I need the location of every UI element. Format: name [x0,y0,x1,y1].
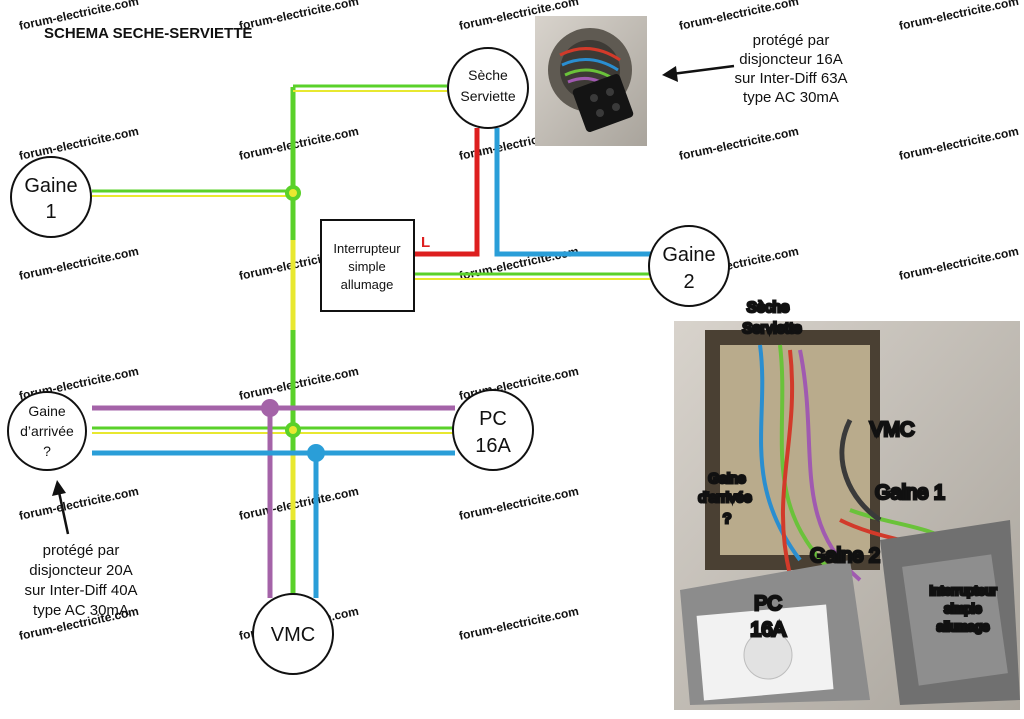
node-gaine-1: Gaine 1 [10,156,92,238]
node-gaine-2: Gaine 2 [648,225,730,307]
note-top-line3: sur Inter-Diff 63A [734,70,847,87]
live-wire: L [414,128,480,257]
note-top-line4: type AC 30mA [743,89,839,106]
photo-seche-box [535,16,647,146]
watermark-text: forum-electricite.com [238,0,360,33]
photo-label-pc-1: PC [754,593,782,615]
photo-label-gaine1: Gaine 1 [875,482,945,504]
photo-label-inter-3: allumage [937,619,990,634]
watermark-text: forum-electricite.com [238,364,360,403]
photo-label-arrivee-3: ? [723,510,731,526]
watermark-text: forum-electricite.com [678,0,800,33]
photo-label-seche-1: Sèche [747,299,790,316]
photo-label-gaine2: Gaine 2 [810,545,880,567]
watermark-text: forum-electricite.com [458,604,580,643]
violet-wire [92,399,455,598]
photo-label-arrivee-2: d'arrivée [698,489,751,505]
node-vmc-label: VMC [271,624,315,646]
node-pc-line1: PC [479,408,507,430]
node-vmc: VMC [252,593,334,675]
node-gaine2-line1: Gaine [662,244,715,266]
node-gaine1-line1: Gaine [24,175,77,197]
note-bottom-line2: disjoncteur 20A [29,562,132,579]
node-pc-16a: PC 16A [452,389,534,471]
diagram-title: SCHEMA SECHE-SERVIETTE [44,25,252,42]
photo-label-inter-1: Interrupteur [929,583,997,598]
note-bottom-line3: sur Inter-Diff 40A [24,582,137,599]
watermark-text: forum-electricite.com [678,124,800,163]
watermark-text: forum-electricite.com [238,484,360,523]
node-gaine1-line2: 1 [45,201,56,223]
live-label: L [421,234,430,251]
note-top-line1: protégé par [753,32,830,49]
note-top-arrow [671,64,735,76]
watermark-text: forum-electricite.com [898,0,1020,33]
photo-label-arrivee-1: Gaine [708,470,746,486]
node-interrupteur: Interrupteur simple allumage [320,219,415,312]
node-interrupteur-line1: Interrupteur [333,241,401,256]
watermark-text: forum-electricite.com [898,124,1020,163]
note-top: protégé par disjoncteur 16A sur Inter-Di… [662,32,848,106]
watermark-text: forum-electricite.com [238,124,360,163]
neutral-wires [92,128,652,598]
photo-label-inter-2: simple [944,601,982,616]
node-arrivee-line3: ? [43,443,51,459]
note-bottom-line1: protégé par [43,542,120,559]
node-interrupteur-line2: simple [348,259,386,274]
note-bottom-arrow [57,491,70,535]
node-gaine2-line2: 2 [683,271,694,293]
node-arrivee-line2: d’arrivée [20,423,74,439]
node-arrivee-line1: Gaine [28,403,66,419]
note-bottom: protégé par disjoncteur 20A sur Inter-Di… [24,480,138,619]
photo-installation: Sèche Serviette VMC Gaine d'arrivée ? Ga… [674,298,1020,710]
photo-label-pc-2: 16A [750,619,786,641]
photo-label-seche-2: Serviette [742,320,801,337]
node-pc-line2: 16A [475,435,511,457]
node-seche-serviette: Sèche Serviette [447,47,529,129]
earth-wires [92,84,652,598]
node-interrupteur-line3: allumage [341,277,394,292]
watermark-text: forum-electricite.com [18,124,140,163]
watermark-text: forum-electricite.com [18,244,140,283]
node-seche-line1: Sèche [468,67,508,83]
note-bottom-line4: type AC 30mA [33,602,129,619]
note-top-line2: disjoncteur 16A [739,51,842,68]
photo-label-vmc: VMC [870,419,914,441]
node-seche-line2: Serviette [460,88,515,104]
watermark-text: forum-electricite.com [18,484,140,523]
node-gaine-arrivee: Gaine d’arrivée ? [7,391,87,471]
watermark-text: forum-electricite.com [898,244,1020,283]
watermark-text: forum-electricite.com [458,484,580,523]
